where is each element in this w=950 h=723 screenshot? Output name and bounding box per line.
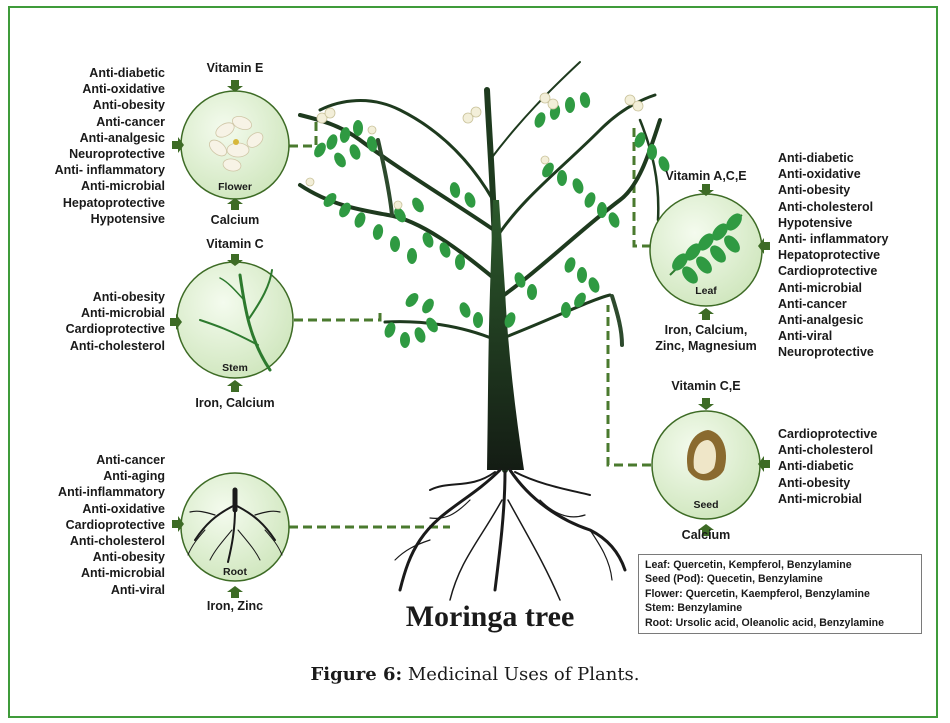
root-bottom-nutrient: Iron, Zinc — [185, 598, 285, 614]
leaf-bottom-nutrient-2: Zinc, Magnesium — [636, 338, 776, 354]
flower-connector — [289, 122, 316, 146]
flower-use-item: Anti-oxidative — [40, 81, 165, 97]
seed-use-item: Cardioprotective — [778, 426, 918, 442]
root-use-item: Cardioprotective — [40, 517, 165, 533]
compound-line: Leaf: Quercetin, Kempferol, Benzylamine — [645, 558, 915, 572]
root-use-item: Anti-cancer — [40, 452, 165, 468]
seed-use-item: Anti-obesity — [778, 475, 918, 491]
flower-use-item: Anti-obesity — [40, 97, 165, 113]
seed-bottom-nutrient: Calcium — [656, 527, 756, 543]
root-use-item: Anti-cholesterol — [40, 533, 165, 549]
flower-use-item: Hypotensive — [40, 211, 165, 227]
caption-label: Figure 6: — [310, 664, 402, 685]
stem-use-item: Anti-obesity — [40, 289, 165, 305]
root-label: Root — [215, 566, 255, 578]
flower-top-nutrient: Vitamin E — [185, 60, 285, 76]
flower-use-item: Neuroprotective — [40, 146, 165, 162]
flower-use-item: Anti-diabetic — [40, 65, 165, 81]
leaf-use-item: Anti-viral — [778, 328, 918, 344]
seed-use-item: Anti-cholesterol — [778, 442, 918, 458]
compound-line: Root: Ursolic acid, Oleanolic acid, Benz… — [645, 616, 915, 630]
leaf-use-item: Anti-obesity — [778, 182, 918, 198]
connector-lines — [289, 122, 651, 527]
flower-use-item: Anti- inflammatory — [40, 162, 165, 178]
leaf-use-item: Cardioprotective — [778, 263, 918, 279]
leaf-use-item: Anti-microbial — [778, 280, 918, 296]
seed-top-nutrient: Vitamin C,E — [651, 378, 761, 394]
figure-caption: Figure 6: Medicinal Uses of Plants. — [0, 664, 950, 685]
flower-use-item: Anti-cancer — [40, 114, 165, 130]
root-use-item: Anti-viral — [40, 582, 165, 598]
leaf-use-item: Anti- inflammatory — [778, 231, 918, 247]
stem-label: Stem — [215, 362, 255, 374]
root-use-item: Anti-aging — [40, 468, 165, 484]
leaf-use-item: Anti-analgesic — [778, 312, 918, 328]
leaf-use-item: Anti-cancer — [778, 296, 918, 312]
stem-top-nutrient: Vitamin C — [185, 236, 285, 252]
stem-connector — [294, 312, 380, 320]
leaf-label: Leaf — [686, 285, 726, 297]
seed-label: Seed — [686, 499, 726, 511]
stem-use-item: Anti-cholesterol — [40, 338, 165, 354]
flower-bottom-nutrient: Calcium — [185, 212, 285, 228]
root-use-item: Anti-microbial — [40, 565, 165, 581]
stem-use-item: Anti-microbial — [40, 305, 165, 321]
flower-use-item: Hepatoprotective — [40, 195, 165, 211]
stem-bottom-nutrient: Iron, Calcium — [175, 395, 295, 411]
flower-use-item: Anti-microbial — [40, 178, 165, 194]
compound-line: Seed (Pod): Quecetin, Benzylamine — [645, 572, 915, 586]
compound-line: Flower: Quercetin, Kaempferol, Benzylami… — [645, 587, 915, 601]
leaf-use-item: Hepatoprotective — [778, 247, 918, 263]
leaf-use-item: Anti-oxidative — [778, 166, 918, 182]
leaf-bottom-nutrient-1: Iron, Calcium, — [636, 322, 776, 338]
diagram-title: Moringa tree — [360, 600, 620, 634]
seed-use-item: Anti-diabetic — [778, 458, 918, 474]
stem-use-item: Cardioprotective — [40, 321, 165, 337]
seed-use-item: Anti-microbial — [778, 491, 918, 507]
compound-line: Stem: Benzylamine — [645, 601, 915, 615]
root-use-item: Anti-inflammatory — [40, 484, 165, 500]
root-use-item: Anti-oxidative — [40, 501, 165, 517]
leaf-use-item: Hypotensive — [778, 215, 918, 231]
tree — [300, 62, 671, 600]
flower-use-item: Anti-analgesic — [40, 130, 165, 146]
leaf-use-item: Anti-cholesterol — [778, 199, 918, 215]
flower-label: Flower — [205, 181, 265, 193]
leaf-use-item: Anti-diabetic — [778, 150, 918, 166]
leaf-top-nutrient: Vitamin A,C,E — [651, 168, 761, 184]
leaf-use-item: Neuroprotective — [778, 344, 918, 360]
caption-text: Medicinal Uses of Plants. — [402, 664, 639, 685]
root-use-item: Anti-obesity — [40, 549, 165, 565]
